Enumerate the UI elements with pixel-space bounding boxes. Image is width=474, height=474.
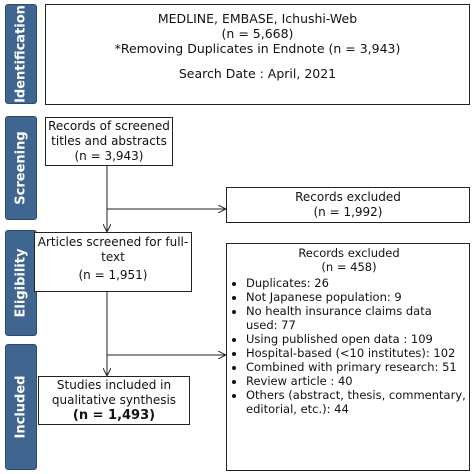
phase-included: Included [5,344,37,470]
list-item: Using published open data : 109 [246,332,466,346]
exclusion-reasons-list: Duplicates: 26 Not Japanese population: … [232,276,466,416]
list-item: Hospital-based (<10 institutes): 102 [246,346,466,360]
list-item: No health insurance claims data used: 77 [246,304,466,332]
fulltext-count: (n = 1,951) [78,268,148,282]
list-item: Others (abstract, thesis, commentary, ed… [246,388,466,416]
phase-identification: Identification [5,4,37,104]
excluded-count: (n = 1,992) [313,205,383,219]
list-item: Not Japanese population: 9 [246,290,466,304]
identification-box: MEDLINE, EMBASE, Ichushi-Web (n = 5,668)… [45,4,470,105]
included-label: qualitative synthesis [51,393,177,407]
list-item: Review article : 40 [246,374,466,388]
included-box: Studies included in qualitative synthesi… [38,376,190,425]
screened-label: Records of screened [48,119,170,133]
excluded-box-eligibility: Records excluded (n = 458) Duplicates: 2… [226,243,470,471]
list-item: Combined with primary research: 51 [246,360,466,374]
screened-count: (n = 3,943) [74,149,144,163]
duplicates-removed-text: *Removing Duplicates in Endnote (n = 3,9… [114,41,401,56]
phase-screening: Screening [5,116,37,220]
list-item: Duplicates: 26 [246,276,466,290]
included-label: Studies included in [56,378,172,392]
screened-label: titles and abstracts [51,134,167,148]
search-date-text: Search Date : April, 2021 [178,66,337,81]
fulltext-label: text [101,250,125,264]
phase-eligibility: Eligibility [5,230,37,336]
databases-text: MEDLINE, EMBASE, Ichushi-Web [157,11,358,26]
fulltext-box: Articles screened for full- text (n = 1,… [34,232,192,292]
records-identified-count: (n = 5,668) [221,26,294,41]
excluded-box-screening: Records excluded (n = 1,992) [226,187,470,223]
included-count: (n = 1,493) [72,408,156,423]
screened-box: Records of screened titles and abstracts… [45,117,173,166]
excluded-title: Records excluded [298,246,400,260]
fulltext-label: Articles screened for full- [37,235,189,249]
excluded-total-count: (n = 458) [321,260,377,274]
excluded-label: Records excluded [295,190,401,204]
